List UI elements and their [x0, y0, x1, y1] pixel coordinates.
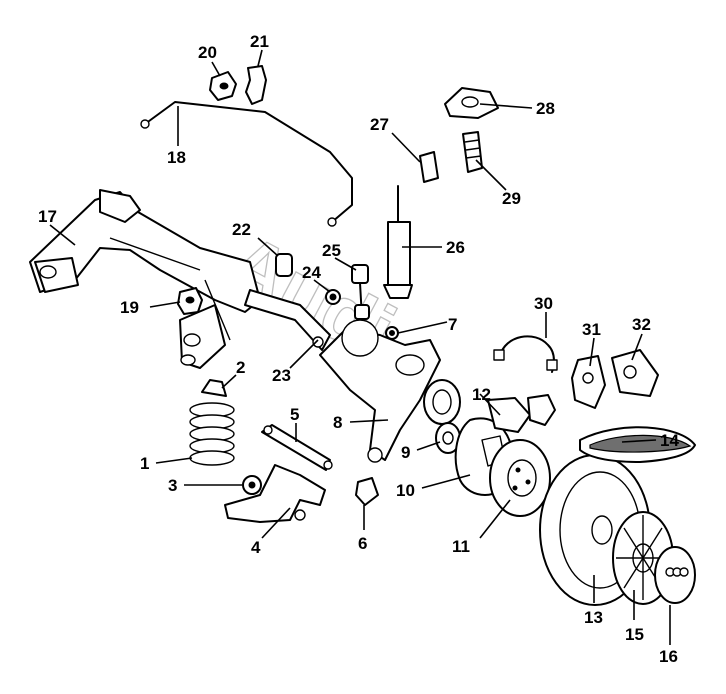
part-bush-clamp	[245, 65, 267, 105]
part-centre-cap	[654, 546, 696, 604]
callout-20: 20	[198, 43, 217, 62]
part-wheel-hub	[435, 422, 461, 454]
callout-13: 13	[584, 608, 603, 627]
part-tyre	[579, 426, 696, 463]
callout-22: 22	[232, 220, 251, 239]
part-anti-roll-bar	[140, 101, 353, 227]
part-subframe	[29, 189, 261, 369]
callout-29: 29	[502, 189, 521, 208]
callout-11: 11	[452, 537, 470, 556]
callout-23: 23	[272, 366, 291, 385]
callout-32: 32	[632, 315, 651, 334]
part-lower-arm-bush	[242, 475, 262, 495]
callout-31: 31	[582, 320, 601, 339]
part-shock-absorber	[383, 185, 413, 299]
callout-30: 30	[534, 294, 553, 313]
callout-16: 16	[659, 647, 678, 666]
part-brake-hose	[493, 335, 558, 373]
part-brake-disc	[489, 439, 551, 517]
part-hub-nut	[385, 326, 399, 340]
part-track-control-arm	[261, 424, 333, 471]
callout-labels: 1 2 3 4 5 6 7 8 9 10 11 12 13 14 15 16 1…	[38, 32, 679, 666]
part-anti-roll-bar-bush	[209, 71, 237, 101]
callout-24: 24	[302, 263, 321, 282]
callout-5: 5	[290, 405, 299, 424]
part-coil-spring	[189, 402, 235, 466]
callout-19: 19	[120, 298, 139, 317]
part-subframe-bush	[177, 287, 203, 315]
callout-18: 18	[167, 148, 186, 167]
part-caliper-housing	[611, 349, 659, 397]
callout-17: 17	[38, 207, 57, 226]
callout-12: 12	[472, 385, 491, 404]
part-control-arm-bush	[275, 253, 293, 277]
callout-21: 21	[250, 32, 269, 51]
callout-8: 8	[333, 413, 342, 432]
callout-28: 28	[536, 99, 555, 118]
part-brake-caliper	[571, 355, 606, 409]
part-wheel-bearing	[423, 379, 461, 425]
callout-6: 6	[358, 534, 367, 553]
callout-4: 4	[251, 538, 261, 557]
part-stop-buffer	[419, 151, 439, 183]
part-nut	[325, 289, 341, 305]
callout-26: 26	[446, 238, 465, 257]
part-strut-mount	[444, 87, 499, 119]
callout-9: 9	[401, 443, 410, 462]
callout-10: 10	[396, 481, 415, 500]
callout-15: 15	[625, 625, 644, 644]
part-rubber-bush	[355, 477, 379, 506]
part-spring-seat	[201, 379, 227, 397]
part-wheel-bearing-housing	[319, 319, 441, 463]
part-lower-wishbone	[224, 464, 326, 523]
callout-14: 14	[660, 431, 679, 450]
callout-7: 7	[448, 315, 457, 334]
callout-25: 25	[322, 241, 341, 260]
part-protective-sleeve	[462, 131, 483, 173]
leader-lines	[49, 49, 671, 645]
callout-1: 1	[140, 454, 149, 473]
part-transverse-link	[244, 289, 331, 351]
part-caliper-bracket	[487, 394, 556, 433]
callout-3: 3	[168, 476, 177, 495]
callout-2: 2	[236, 358, 245, 377]
callout-27: 27	[370, 115, 389, 134]
